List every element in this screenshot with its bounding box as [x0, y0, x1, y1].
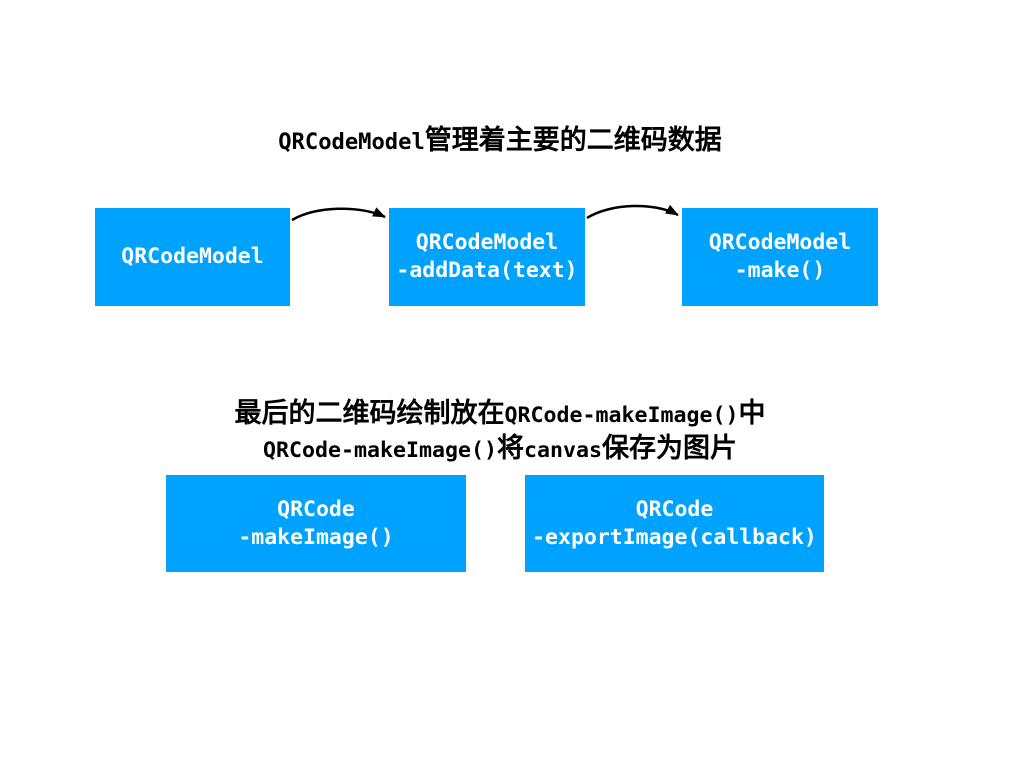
node-label: -exportImage(callback) — [532, 524, 817, 550]
node-qrcodemodel: QRCodeModel — [95, 208, 290, 306]
node-qrcodemodel-make: QRCodeModel -make() — [682, 208, 878, 306]
caption1-code: QRCode-makeImage() — [504, 403, 739, 428]
node-label: -addData(text) — [396, 258, 578, 283]
caption1-cjk-1: 最后的二维码绘制放在 — [234, 398, 505, 429]
caption1-cjk-2: 中 — [738, 398, 766, 429]
node-qrcode-exportimage: QRCode -exportImage(callback) — [525, 475, 824, 572]
node-label: QRCodeModel — [415, 230, 559, 255]
node-label: QRCodeModel — [121, 244, 264, 269]
node-qrcode-makeimage: QRCode -makeImage() — [166, 475, 466, 572]
caption-line-1: 最后的二维码绘制放在QRCode-makeImage()中 — [0, 397, 1000, 432]
node-label: -makeImage() — [238, 524, 394, 550]
arrow-make — [586, 204, 679, 220]
node-qrcodemodel-adddata: QRCodeModel -addData(text) — [389, 208, 585, 306]
node-label: QRCode — [635, 496, 714, 522]
node-label: QRCodeModel — [708, 230, 852, 255]
slide-title: QRCodeModel管理着主要的二维码数据 — [0, 124, 1000, 159]
arrow-adddata — [291, 207, 386, 222]
caption-text: 最后的二维码绘制放在QRCode-makeImage()中 QRCode-mak… — [0, 397, 1000, 467]
caption2-code-1: QRCode-makeImage() — [262, 438, 497, 463]
caption2-code-2: canvas — [524, 438, 603, 463]
node-label: -make() — [734, 258, 826, 283]
caption2-cjk-2: 保存为图片 — [602, 433, 738, 464]
title-code-text: QRCodeModel — [278, 129, 425, 155]
title-cjk-text: 管理着主要的二维码数据 — [424, 125, 722, 156]
node-label: QRCode — [277, 496, 355, 522]
caption-line-2: QRCode-makeImage()将canvas保存为图片 — [0, 432, 1000, 467]
caption2-cjk-1: 将 — [497, 433, 524, 464]
